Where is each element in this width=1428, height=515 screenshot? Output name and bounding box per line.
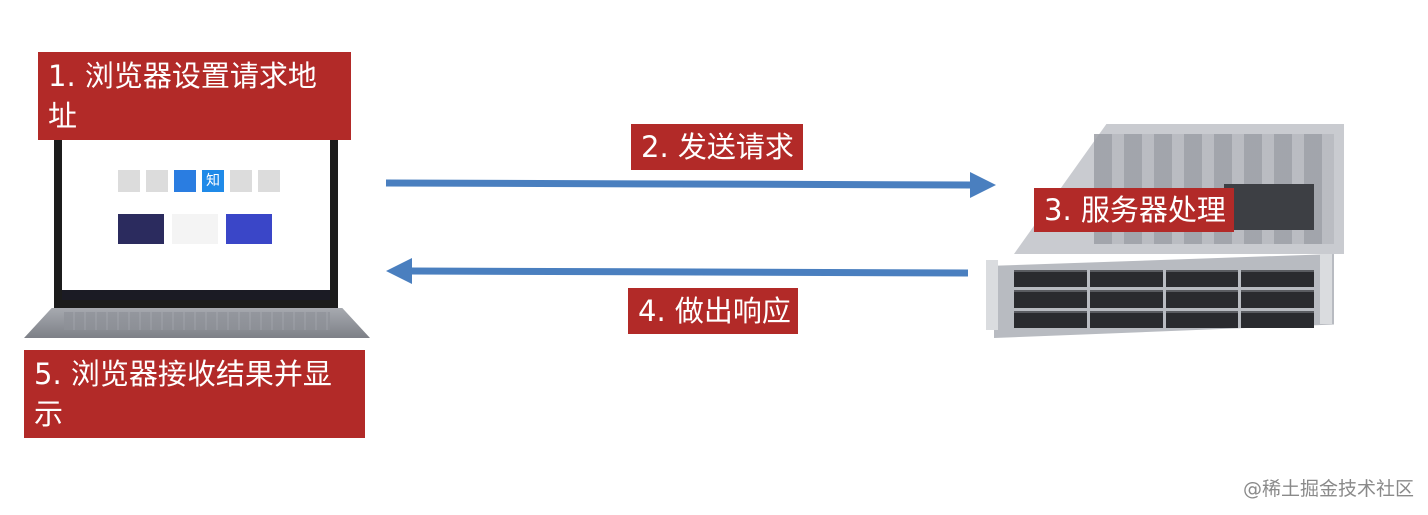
drive-bay bbox=[1241, 270, 1314, 288]
step-1-box: 1. 浏览器设置请求地址 bbox=[38, 52, 351, 140]
step-1-label: 1. 浏览器设置请求地址 bbox=[38, 52, 351, 140]
site-tile bbox=[258, 170, 280, 192]
site-tile bbox=[146, 170, 168, 192]
drive-bay bbox=[1089, 290, 1163, 308]
laptop-lid: 知 bbox=[54, 112, 338, 308]
python-card bbox=[172, 214, 218, 244]
server-rack-ear-left bbox=[986, 260, 998, 330]
firefox-nightly-card bbox=[118, 214, 164, 244]
step-3-label: 3. 服务器处理 bbox=[1034, 188, 1234, 232]
drive-bay bbox=[1089, 270, 1163, 288]
site-tile bbox=[230, 170, 252, 192]
step-4-label: 4. 做出响应 bbox=[628, 288, 798, 334]
server-board bbox=[1224, 184, 1314, 230]
site-tile bbox=[174, 170, 196, 192]
drive-bay bbox=[1165, 270, 1239, 288]
drive-bays bbox=[1014, 270, 1314, 328]
drive-bay bbox=[1241, 310, 1314, 328]
drive-bay bbox=[1014, 290, 1087, 308]
laptop-keyboard bbox=[64, 312, 330, 330]
step-5-label: 5. 浏览器接收结果并显示 bbox=[24, 350, 365, 438]
response-arrow bbox=[386, 258, 969, 284]
top-sites-row: 知 bbox=[118, 170, 280, 192]
watermark: @稀土掘金技术社区 bbox=[1242, 478, 1414, 500]
drive-bay bbox=[1165, 290, 1239, 308]
laptop-icon: 知 bbox=[24, 112, 370, 340]
drive-bay bbox=[1014, 270, 1087, 288]
drive-bay bbox=[1089, 310, 1163, 328]
step-5-box: 5. 浏览器接收结果并显示 bbox=[24, 350, 365, 438]
drive-bay bbox=[1241, 290, 1314, 308]
site-tile bbox=[118, 170, 140, 192]
highlights-row bbox=[118, 214, 272, 244]
request-arrow bbox=[385, 172, 996, 198]
drive-bay bbox=[1165, 310, 1239, 328]
taskbar bbox=[62, 290, 330, 300]
drive-bay bbox=[1014, 310, 1087, 328]
step-2-label: 2. 发送请求 bbox=[631, 124, 803, 170]
zhihu-tile: 知 bbox=[202, 170, 224, 192]
addons-card bbox=[226, 214, 272, 244]
server-rack-ear-right bbox=[1320, 254, 1332, 324]
